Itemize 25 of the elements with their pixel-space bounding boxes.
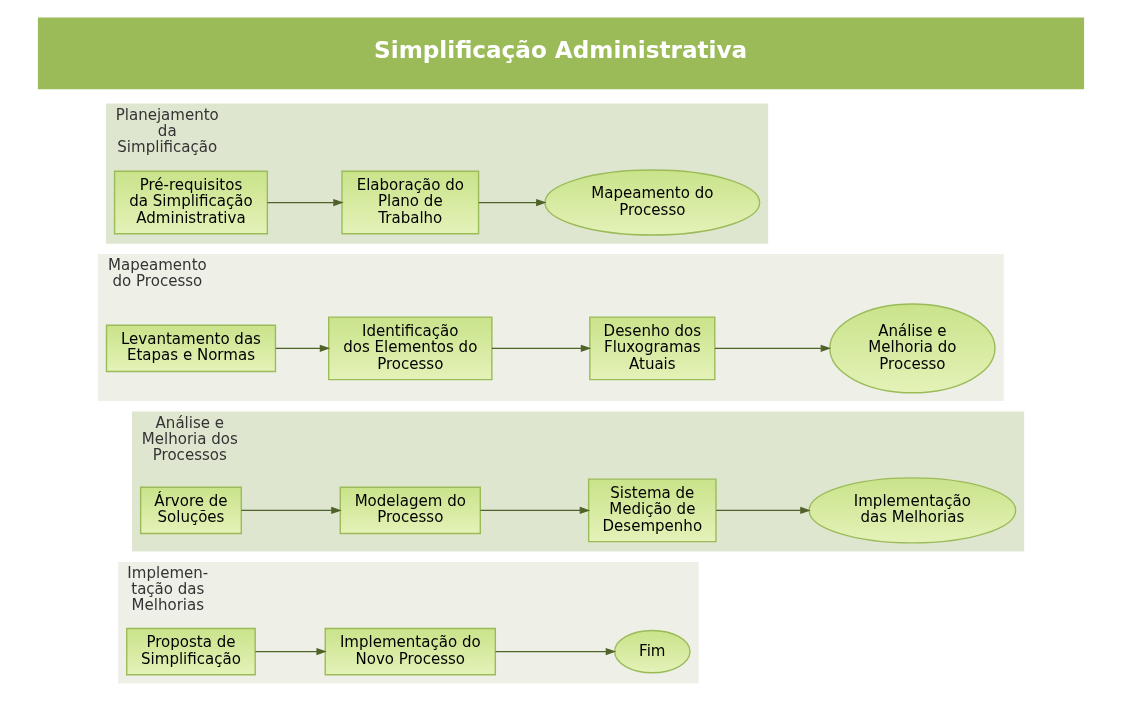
arrow: [254, 647, 327, 656]
node-box: Implementação do Novo Processo: [324, 627, 497, 676]
arrow: [240, 506, 342, 515]
node-box: Levantamento das Etapas e Normas: [105, 324, 277, 373]
arrow: [266, 198, 344, 207]
arrow: [714, 344, 832, 353]
node-box: Sistema de Medição de Desempenho: [587, 478, 717, 543]
arrow: [715, 506, 811, 515]
arrow: [479, 506, 591, 515]
arrow: [275, 344, 331, 353]
node-ellipse: Implementação das Melhorias: [808, 477, 1017, 544]
node-box: Modelagem do Processo: [339, 486, 481, 535]
node-ellipse: Análise e Melhoria do Processo: [829, 303, 996, 394]
node-ellipse: Mapeamento do Processo: [544, 169, 761, 236]
node-box: Desenho dos Fluxogramas Atuais: [589, 316, 716, 381]
arrow: [478, 198, 547, 207]
node-box: Elaboração do Plano de Trabalho: [341, 170, 480, 235]
node-ellipse: Fim: [613, 629, 691, 674]
arrow: [491, 344, 592, 353]
diagram-title: Simplificação Administrativa: [374, 36, 748, 63]
node-box: Proposta de Simplificação: [126, 627, 256, 676]
arrow: [495, 647, 617, 656]
node-box: Identificação dos Elementos do Processo: [328, 316, 493, 381]
node-box: Pré-requisitos da Simplificação Administrativa: [113, 170, 269, 235]
node-box: Árvore de Soluções: [139, 486, 242, 535]
